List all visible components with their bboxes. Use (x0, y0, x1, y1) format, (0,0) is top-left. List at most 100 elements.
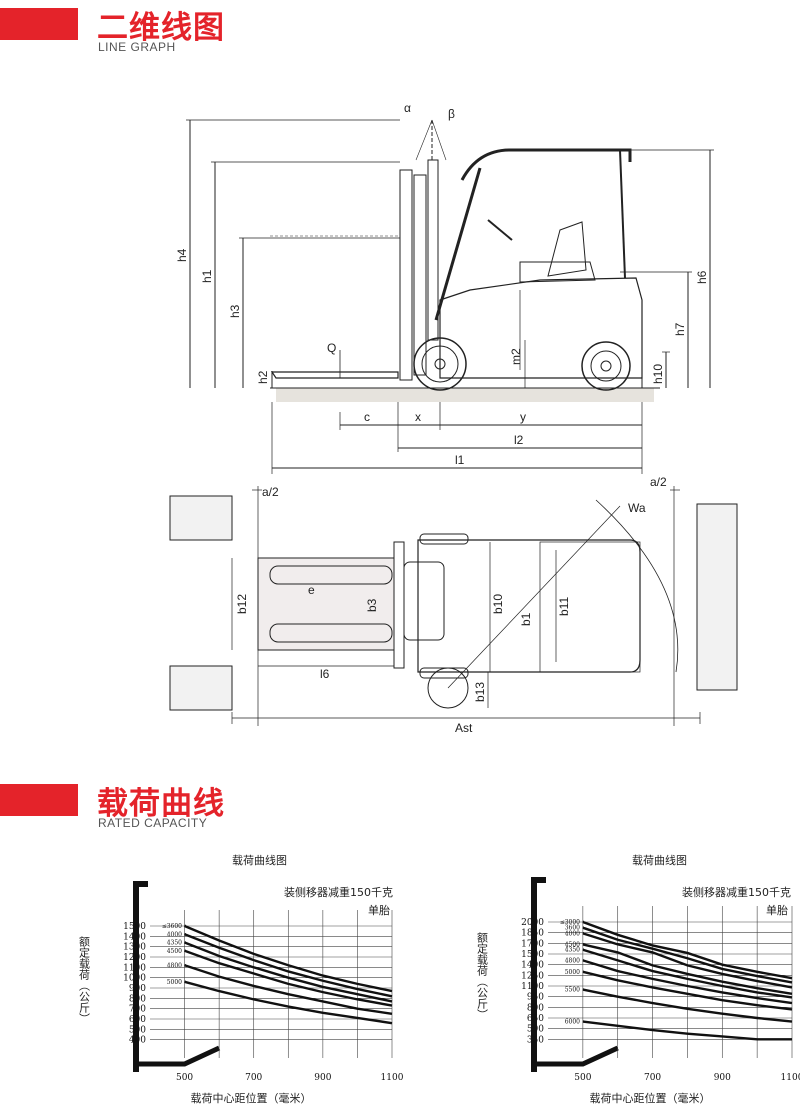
section-subtitle: LINE GRAPH (98, 40, 176, 54)
dim-ast-label: Ast (455, 721, 473, 735)
aisle-half-right-label: a/2 (650, 475, 667, 489)
dim-y-label: y (520, 410, 526, 424)
x-axis-label: 载荷中心距位置（毫米） (191, 1091, 312, 1105)
mast-height-label: 5000 (565, 969, 580, 976)
capacity-curve-3 (582, 943, 793, 996)
capacity-curve-3 (184, 949, 393, 1007)
mast-height-label: 4800 (565, 957, 580, 964)
y-tick-label: 800 (129, 994, 146, 1004)
x-tick-label: 1100 (781, 1073, 800, 1083)
capacity-curve-2 (582, 932, 793, 989)
mast-height-label: 4500 (167, 948, 182, 955)
capacity-curve-2 (184, 941, 393, 1003)
capacity-curve-4 (582, 948, 793, 999)
dim-l2-label: l2 (514, 433, 524, 447)
capacity-curve-5 (582, 959, 793, 1005)
dim-m2-label: m2 (509, 348, 523, 365)
x-tick-label: 900 (714, 1073, 731, 1083)
sideshifter-note: 装侧移器减重150千克 (682, 885, 791, 899)
dim-h2-label: h2 (256, 370, 270, 384)
y-tick-label: 1850 (521, 929, 544, 939)
capacity-curve-1 (184, 933, 393, 998)
sideshifter-note: 装侧移器减重150千克 (284, 885, 393, 899)
y-axis-label: 额定载荷（公斤） (78, 936, 91, 1024)
tire-note: 单胎 (766, 903, 788, 917)
dim-l1-label: l1 (455, 453, 465, 467)
x-axis-label: 载荷中心距位置（毫米） (590, 1091, 711, 1105)
y-tick-label: 1200 (123, 953, 146, 963)
y-tick-label: 1100 (521, 982, 544, 992)
y-tick-label: 1400 (521, 961, 544, 971)
capacity-curve-6 (582, 970, 793, 1011)
y-tick-label: 1250 (521, 971, 544, 981)
dim-h1-label: h1 (200, 269, 214, 283)
red-accent-bar (0, 8, 78, 40)
capacity-curve-0 (184, 924, 393, 993)
y-tick-label: 700 (129, 1005, 146, 1015)
chart-frame-bottom (136, 1045, 221, 1067)
forklift-side-view: α β h4 h1 h3 h2 Q m2 h10 h7 h6 c x y l2 … (175, 101, 714, 474)
dim-h7-label: h7 (673, 322, 687, 336)
mast-height-label: 4350 (167, 940, 182, 947)
capacity-curve-1 (582, 926, 793, 984)
mast-height-label: 3600 (565, 925, 580, 932)
y-tick-label: 600 (129, 1015, 146, 1025)
x-tick-label: 700 (245, 1073, 262, 1083)
chart-frame-left (133, 881, 148, 1072)
mast-height-label: 6000 (565, 1019, 580, 1026)
forklift-top-view: a/2 a/2 Wa b12 e b3 b10 b1 b11 l6 b13 As… (169, 475, 738, 735)
dim-c-label: c (364, 410, 370, 424)
mast-height-label: 4500 (565, 941, 580, 948)
x-tick-label: 700 (644, 1073, 661, 1083)
y-tick-label: 800 (527, 1003, 544, 1013)
y-tick-label: 2000 (521, 918, 544, 928)
section-title: 二维线图 (97, 10, 225, 46)
y-tick-label: 1000 (123, 974, 146, 984)
dim-b12-label: b12 (235, 594, 249, 614)
section-subtitle: RATED CAPACITY (98, 816, 208, 830)
chart-title: 载荷曲线图 (632, 853, 687, 867)
capacity-curve-0 (582, 920, 793, 980)
x-tick-label: 500 (176, 1073, 193, 1083)
load-chart-left: 载荷曲线图装侧移器减重150千克单胎1500140013001200110010… (78, 853, 404, 1105)
y-tick-label: 950 (527, 993, 544, 1003)
dim-b10-label: b10 (491, 594, 505, 614)
section-title: 载荷曲线 (97, 786, 225, 822)
mast-height-label: 4800 (167, 962, 182, 969)
dim-b1-label: b1 (519, 612, 533, 626)
y-tick-label: 400 (129, 1036, 146, 1046)
angle-beta-label: β (448, 107, 455, 121)
dim-b13-label: b13 (473, 682, 487, 702)
section-header-rated-capacity: 载荷曲线 RATED CAPACITY (0, 776, 800, 836)
mast-height-label: 5500 (565, 987, 580, 994)
y-tick-label: 900 (129, 984, 146, 994)
capacity-curve-4 (184, 964, 393, 1016)
capacity-curve-8 (582, 1020, 792, 1041)
y-axis-label: 额定载荷（公斤） (476, 932, 489, 1020)
y-tick-label: 1500 (521, 950, 544, 960)
x-tick-label: 1100 (381, 1073, 404, 1083)
dim-l6-label: l6 (320, 667, 330, 681)
mast-height-label: 4000 (167, 931, 182, 938)
dim-e-label: e (308, 583, 315, 597)
y-tick-label: 500 (129, 1025, 146, 1035)
y-tick-label: 650 (527, 1014, 544, 1024)
dim-x-label: x (415, 410, 421, 424)
y-tick-label: 1700 (521, 939, 544, 949)
tire-note: 单胎 (368, 903, 390, 917)
dim-h3-label: h3 (228, 304, 242, 318)
x-tick-label: 500 (574, 1073, 591, 1083)
y-tick-label: 1400 (123, 932, 146, 942)
red-accent-bar (0, 784, 78, 816)
y-tick-label: 500 (527, 1025, 544, 1035)
capacity-curve-5 (184, 980, 393, 1025)
y-tick-label: 1500 (123, 922, 146, 932)
turning-radius-wa-label: Wa (628, 501, 646, 515)
dim-b3-label: b3 (365, 598, 379, 612)
aisle-half-left-label: a/2 (262, 485, 279, 499)
mast-height-label: 4350 (565, 947, 580, 954)
load-q-label: Q (327, 341, 336, 355)
capacity-curve-7 (582, 988, 793, 1023)
mast-height-label: 4000 (565, 930, 580, 937)
